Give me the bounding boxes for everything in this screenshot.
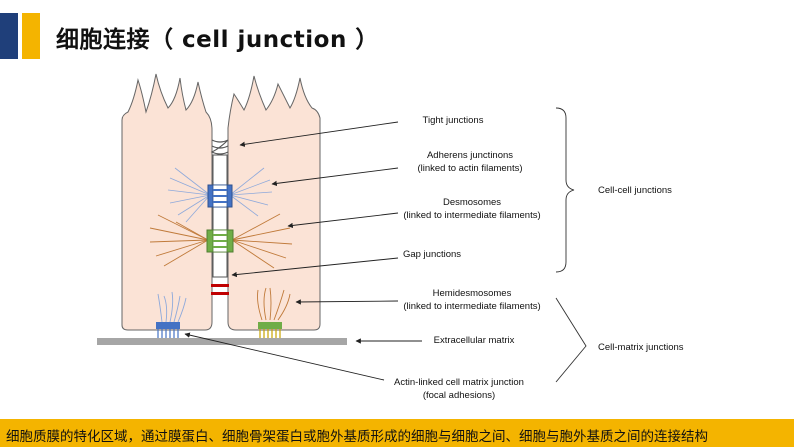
label-desmosomes: Desmosomes	[443, 197, 501, 208]
label-cell-cell-junctions: Cell-cell junctions	[598, 185, 672, 196]
focal-adhesion-fibers	[157, 291, 187, 323]
label-hemidesmosomes: Hemidesmosomes	[433, 288, 512, 299]
footer-definition-text: 细胞质膜的特化区域，通过膜蛋白、细胞骨架蛋白或胞外基质形成的细胞与细胞之间、细胞…	[6, 429, 708, 445]
tight-junction	[210, 139, 229, 155]
title-accent-yellow-bar	[22, 13, 40, 59]
label-desmosomes-note: (linked to intermediate filaments)	[403, 210, 540, 221]
label-adherens-note: (linked to actin filaments)	[417, 163, 522, 174]
hemidesmosome-fibers	[257, 287, 291, 321]
desmosome-intermediate-fibers	[149, 213, 293, 269]
label-cell-matrix-junctions: Cell-matrix junctions	[598, 342, 684, 353]
page-title: 细胞连接（ cell junction ）	[56, 27, 379, 53]
label-tight-junctions: Tight junctions	[423, 115, 484, 126]
footer-bar: 细胞质膜的特化区域，通过膜蛋白、细胞骨架蛋白或胞外基质形成的细胞与细胞之间、细胞…	[0, 419, 794, 447]
adherens-actin-fibers	[167, 167, 273, 223]
gap-junction	[211, 284, 229, 295]
label-adherens: Adherens junctinons	[427, 150, 513, 161]
title-accent-blue-bar	[0, 13, 18, 59]
label-focal-adhesion-note: (focal adhesions)	[423, 390, 495, 401]
extracellular-matrix	[97, 338, 347, 345]
intercellular-channel	[212, 154, 228, 278]
label-focal-adhesion: Actin-linked cell matrix junction	[394, 377, 524, 388]
pointer-arrows	[184, 121, 422, 381]
hemidesmosome	[258, 322, 282, 329]
cell-cell-bracket	[555, 107, 575, 273]
right-cell	[227, 75, 321, 331]
cell-matrix-bracket	[555, 297, 587, 383]
label-gap-junctions: Gap junctions	[403, 249, 461, 260]
label-hemidesmosomes-note: (linked to intermediate filaments)	[403, 301, 540, 312]
left-cell	[121, 73, 213, 331]
label-extracellular-matrix: Extracellular matrix	[434, 335, 515, 346]
focal-adhesion	[156, 322, 180, 329]
